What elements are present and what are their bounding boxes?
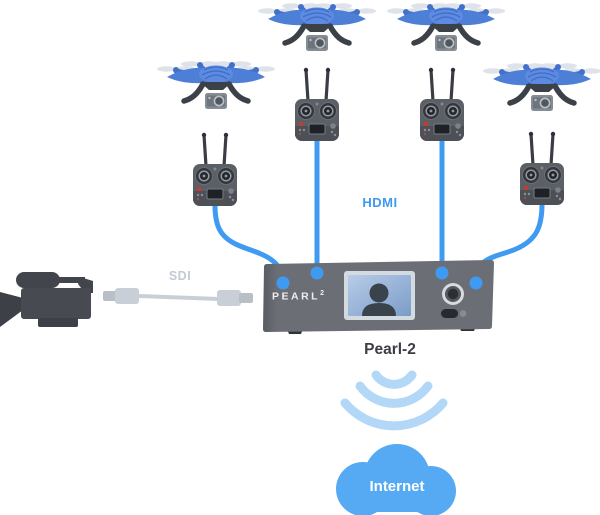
person-silhouette — [362, 283, 396, 316]
drone-2 — [258, 3, 376, 51]
drone-4 — [483, 63, 600, 111]
device-caption: Pearl-2 — [364, 341, 416, 358]
hdmi-port-dot-3 — [435, 266, 449, 280]
pearl-device — [263, 260, 494, 334]
remote-controller-2 — [293, 66, 341, 143]
drone-3 — [387, 3, 505, 51]
remote-controller-4 — [518, 130, 566, 207]
device-knob[interactable] — [442, 283, 464, 305]
drone-1 — [157, 61, 275, 109]
hdmi-port-dot-1 — [276, 276, 290, 290]
remote-controller-1 — [191, 131, 239, 208]
pearl-logo-text: PEARL — [272, 290, 321, 303]
device-switch[interactable] — [441, 309, 467, 318]
pearl-logo-superscript: 2 — [320, 290, 324, 297]
wifi-signal-icon — [340, 370, 448, 431]
pearl-logo: PEARL2 — [272, 290, 342, 302]
hdmi-label: HDMI — [362, 195, 398, 210]
hdmi-port-dots — [276, 266, 483, 290]
sdi-label: SDI — [168, 269, 192, 283]
sdi-cable — [103, 288, 253, 306]
video-camera-icon — [0, 272, 93, 327]
remote-controller-3 — [418, 66, 466, 143]
internet-label: Internet — [369, 478, 425, 495]
hdmi-port-dot-2 — [310, 266, 324, 280]
internet-cloud-icon — [336, 444, 456, 515]
hdmi-port-dot-4 — [469, 276, 483, 290]
